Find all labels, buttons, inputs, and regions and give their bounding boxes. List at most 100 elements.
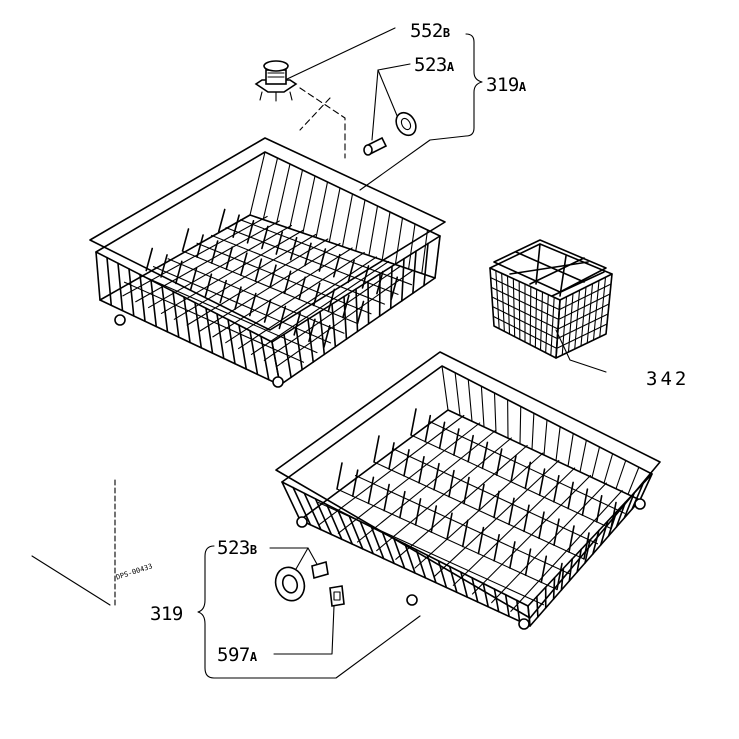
rack-wire [583, 532, 590, 560]
rack-wire [234, 286, 242, 310]
rack-wire [408, 223, 416, 270]
rack-wire [370, 526, 385, 560]
rack-wire [558, 293, 611, 320]
rack-wire [355, 199, 366, 252]
rack-wire [415, 548, 427, 579]
rack-wire [325, 503, 343, 541]
rack-wire [471, 577, 479, 603]
rack-wire [538, 468, 546, 496]
rack-wire [623, 492, 636, 519]
rack-wire [331, 303, 337, 348]
rack-wire [510, 489, 623, 612]
rack-wire [269, 264, 277, 289]
rack-wire [558, 283, 612, 311]
lower-clip-part [329, 585, 345, 607]
rack-wire [389, 265, 393, 310]
rack-wire [490, 286, 560, 320]
rack-wire [493, 588, 500, 613]
rack-wire [368, 205, 379, 257]
rack-wire [172, 290, 180, 338]
rack-wire [347, 259, 355, 284]
rack-wire [509, 541, 516, 569]
rack-wire [225, 246, 234, 270]
rack-wire [467, 434, 474, 463]
label-upper-hub: 552B [410, 20, 451, 42]
rack-wire [181, 228, 190, 252]
rack-wire [289, 236, 298, 261]
rack-wire [262, 157, 279, 221]
rack-wire [446, 512, 453, 541]
rack-wire [437, 560, 448, 589]
rack-wire [412, 250, 417, 295]
rack-wire [414, 498, 422, 526]
rack-wire [238, 256, 377, 350]
rack-wire [373, 435, 380, 463]
rack-wire [421, 229, 429, 275]
rack-wire [423, 242, 429, 287]
rack-wire [492, 315, 558, 349]
rack-wire [318, 248, 327, 272]
rack-wire [160, 229, 305, 314]
rack-wire [555, 426, 561, 462]
rack-wire [543, 419, 548, 456]
rack-wire [361, 265, 370, 289]
label-upper-assembly: 319A [486, 74, 527, 96]
rack-wire [276, 269, 414, 367]
rack-wire [341, 193, 354, 248]
rack-wire [463, 476, 470, 505]
rack-wire [394, 217, 404, 266]
label-lower-wheel: 523B [217, 537, 258, 559]
rack-wire [493, 533, 500, 562]
rack-wire [249, 151, 266, 216]
upper-wheel-part [363, 111, 417, 156]
rack-wire [524, 461, 532, 490]
rack-wire [308, 318, 316, 343]
rack-wire [161, 284, 169, 333]
rack-wire [615, 501, 627, 528]
rack-wire [292, 486, 312, 526]
rack-wire [556, 323, 608, 349]
rack-wire [295, 326, 303, 371]
rack-wire [627, 466, 640, 495]
rack-wire [298, 276, 306, 301]
rack-wire [210, 240, 219, 264]
rack-wire [376, 270, 384, 295]
rack-wire [615, 459, 627, 490]
rack-wire [173, 233, 317, 320]
rack-wire [383, 483, 390, 512]
rack-wire [248, 292, 257, 317]
rack-wire [246, 219, 255, 244]
rack-wire [491, 296, 559, 330]
rack-wire [359, 520, 374, 555]
rack-wire [448, 469, 455, 498]
rack-wire [351, 469, 359, 497]
rack-wire [519, 405, 522, 445]
rack-wire [482, 582, 489, 608]
rack-wire [493, 392, 497, 434]
rack-wire [477, 526, 485, 555]
rack-wire [553, 518, 560, 546]
rack-wire [312, 282, 321, 307]
rack-wire [212, 247, 353, 338]
rack-wire [524, 548, 532, 576]
rack-wire [527, 605, 531, 627]
rack-wire [183, 296, 191, 344]
rack-wire [568, 525, 575, 553]
rack-wire [388, 442, 395, 470]
rack-wire [275, 231, 284, 255]
rack-wire [434, 235, 441, 279]
rack-wire [196, 234, 204, 258]
rack-wire [304, 242, 312, 267]
rack-wire [95, 251, 101, 301]
rack-wire [453, 428, 460, 456]
rack-wire [293, 312, 301, 336]
rack-wire [356, 429, 497, 543]
rack-wire [454, 372, 461, 417]
rack-wire [523, 504, 530, 533]
rack-wire [538, 511, 545, 540]
rack-wire [410, 408, 417, 436]
rack-wire [160, 254, 168, 278]
rack-wire [591, 446, 601, 479]
rack-wire [122, 215, 268, 297]
